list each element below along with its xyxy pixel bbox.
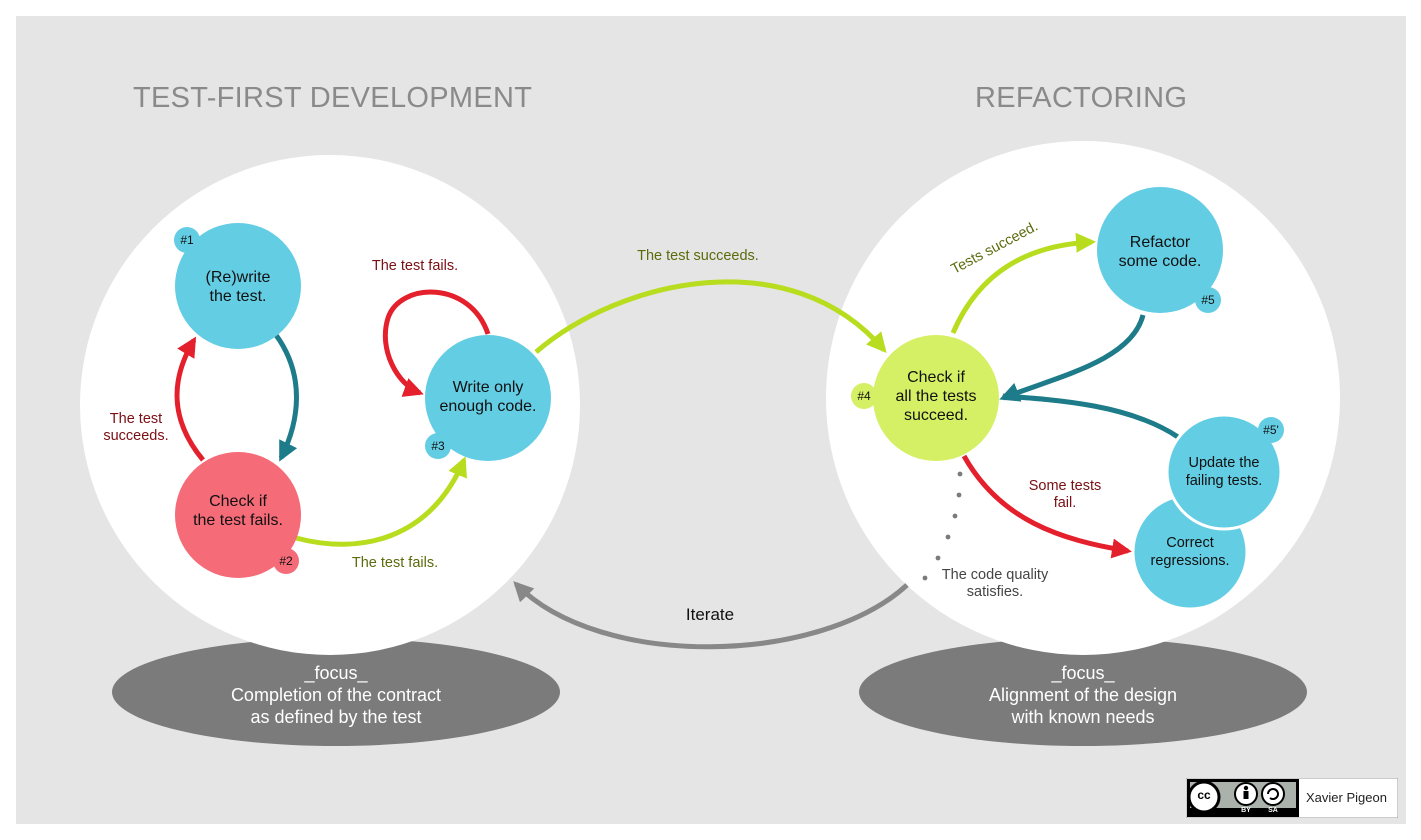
label-iterate: Iterate	[685, 605, 735, 624]
focus-left-heading: _focus_	[304, 663, 368, 683]
focus-ellipse-left	[112, 638, 560, 746]
node-update-tests	[1165, 413, 1283, 531]
arrow-check-all-to-refactor	[950, 232, 1096, 334]
arrow-refactor-to-check-all	[999, 314, 1146, 402]
node-check-fail-label: Check if the test fails.	[193, 493, 283, 529]
focus-left-line2: as defined by the test	[250, 707, 422, 727]
focus-right: _focus_ Alignment of the design with kno…	[883, 662, 1283, 728]
label-test-fails-bottom: The test fails.	[351, 555, 439, 571]
badge-5: #5	[1201, 293, 1215, 307]
arrow-iterate	[513, 581, 909, 650]
label-test-succeeds-left: The test succeeds.	[103, 411, 169, 444]
badge-3: #3	[431, 439, 445, 453]
focus-ellipse-right	[859, 638, 1307, 746]
node-write-code	[425, 335, 551, 461]
node-rewrite-label: (Re)write the test.	[205, 269, 271, 305]
badge-4-circle	[851, 383, 877, 409]
sa-icon	[1261, 782, 1285, 806]
sa-label: SA	[1268, 807, 1278, 814]
node-check-all-tests	[873, 335, 999, 461]
node-write-code-label: Write only enough code.	[439, 379, 537, 415]
title-test-first-development: TEST-FIRST DEVELOPMENT	[133, 82, 533, 114]
label-some-tests-fail: Some tests fail.	[1028, 478, 1102, 511]
node-correct-label: Correct regressions.	[1150, 535, 1230, 569]
badge-5-circle	[1195, 287, 1221, 313]
arrow-rewrite-to-check-fail	[273, 333, 299, 462]
focus-left: _focus_ Completion of the contract as de…	[136, 662, 536, 728]
arrow-write-code-to-check-all	[534, 279, 887, 354]
label-code-quality: The code quality satisfies.	[941, 567, 1049, 600]
by-label: BY	[1241, 807, 1251, 814]
badge-4: #4	[857, 389, 871, 403]
title-refactoring: REFACTORING	[975, 82, 1188, 114]
node-update-tests-label: Update the failing tests.	[1185, 455, 1263, 489]
node-refactor-label: Refactor some code.	[1118, 234, 1202, 270]
badge-2-circle	[273, 548, 299, 574]
focus-right-heading: _focus_	[1051, 663, 1115, 683]
cc-icon	[1187, 780, 1221, 814]
arrow-check-fail-to-write-code	[295, 456, 467, 547]
badge-1: #1	[180, 233, 194, 247]
label-test-fails-loop: The test fails.	[371, 258, 459, 274]
arrow-write-code-loop	[382, 289, 491, 397]
node-refactor-code	[1097, 187, 1223, 313]
arrow-update-to-check-all	[1002, 393, 1180, 440]
badge-3-circle	[425, 433, 451, 459]
focus-right-line2: with known needs	[1011, 707, 1155, 727]
arrow-check-all-to-correct	[961, 454, 1132, 559]
node-rewrite-test	[175, 223, 301, 349]
dotted-line	[922, 471, 963, 581]
arrow-test-succeeds-to-rewrite	[174, 336, 205, 462]
badge-2: #2	[279, 554, 293, 568]
badge-5prime: #5'	[1263, 423, 1279, 437]
node-check-all-label: Check if all the tests succeed.	[895, 369, 977, 424]
focus-right-line1: Alignment of the design	[988, 685, 1178, 705]
badge-5prime-circle	[1258, 417, 1284, 443]
badge-1-circle	[174, 227, 200, 253]
cc-symbol: cc	[1197, 788, 1211, 802]
author-name: Xavier Pigeon	[1306, 790, 1387, 805]
cc-license-badge: cc BY SA Xavier Pigeon	[1186, 778, 1398, 818]
label-test-succeeds-bridge: The test succeeds.	[637, 248, 759, 264]
focus-left-line1: Completion of the contract	[230, 685, 442, 705]
node-check-test-fails	[175, 452, 301, 578]
